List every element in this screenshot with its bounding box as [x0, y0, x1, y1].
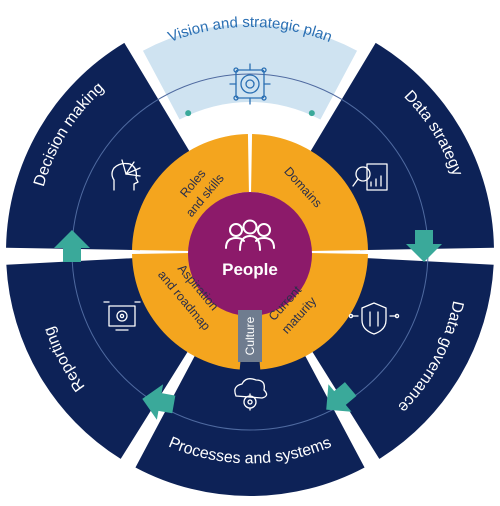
people-group-icon: [225, 219, 275, 251]
vision-connector-dot: [185, 110, 192, 117]
culture-bar: [238, 310, 262, 362]
arrow-processes-to-reporting: [142, 384, 176, 420]
flow-arrows: [54, 230, 442, 420]
arrow-reporting-to-decision: [54, 230, 90, 262]
inner-segment-domains: [251, 134, 368, 251]
inner-segment-maturity: [255, 253, 368, 370]
inner-segment-roles: [132, 134, 249, 251]
target-network-icon: [229, 63, 271, 105]
arrow-governance-to-processes: [326, 382, 357, 412]
inner-ring: [132, 134, 368, 370]
outer-segment-processes: [135, 349, 365, 496]
outer-segment-reporting: [6, 257, 192, 459]
hub-label: People: [222, 260, 278, 279]
outer-segment-vision: [142, 24, 358, 120]
vision-connector-dot: [308, 110, 315, 117]
culture-label: Culture: [243, 316, 257, 355]
arrow-strategy-to-governance: [406, 230, 442, 262]
inner-segment-aspiration: [132, 253, 245, 370]
people-hub: [188, 192, 312, 316]
circuit-shield-icon: [348, 302, 400, 335]
outer-segment-data-governance: [308, 257, 494, 459]
cloud-gear-icon: [234, 378, 268, 411]
monitor-gear-icon: [103, 301, 141, 331]
magnifier-chart-icon: [352, 163, 388, 191]
head-arrows-icon: [111, 159, 141, 191]
